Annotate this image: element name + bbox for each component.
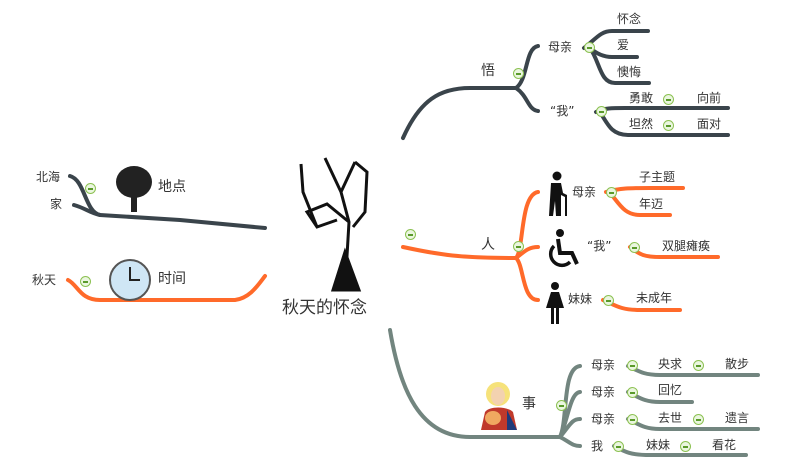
- topic[interactable]: 看花: [712, 438, 737, 452]
- collapse-button[interactable]: [80, 276, 91, 287]
- shi-branch: [388, 328, 760, 457]
- topic[interactable]: 我: [591, 439, 604, 453]
- topic[interactable]: 勇敢: [629, 91, 654, 105]
- topic[interactable]: 年迈: [639, 197, 664, 211]
- collapse-button[interactable]: [556, 400, 567, 411]
- topic-me[interactable]: “我”: [550, 104, 575, 118]
- topic[interactable]: 母亲: [591, 358, 616, 372]
- topic[interactable]: 遗言: [725, 411, 750, 425]
- topic[interactable]: 母亲: [591, 412, 616, 426]
- central-topic[interactable]: 秋天的怀念: [282, 298, 367, 318]
- topic[interactable]: 母亲: [591, 385, 616, 399]
- ren-branch: [401, 186, 720, 312]
- wheelchair-icon: [548, 229, 579, 268]
- collapse-button[interactable]: [693, 360, 704, 371]
- collapse-button[interactable]: [584, 42, 595, 53]
- topic[interactable]: 面对: [697, 117, 722, 131]
- topic[interactable]: 双腿瘫痪: [662, 239, 711, 253]
- topic[interactable]: 子主题: [639, 170, 676, 184]
- collapse-button[interactable]: [596, 106, 607, 117]
- collapse-button[interactable]: [85, 183, 96, 194]
- topic-home[interactable]: 家: [50, 197, 63, 211]
- topic[interactable]: 怀念: [617, 12, 642, 26]
- collapse-button[interactable]: [513, 68, 524, 79]
- topic[interactable]: 坦然: [629, 117, 654, 131]
- topic-mother[interactable]: 母亲: [548, 40, 573, 54]
- topic[interactable]: 去世: [658, 411, 683, 425]
- collapse-button[interactable]: [405, 229, 416, 240]
- collapse-button[interactable]: [613, 441, 624, 452]
- topic[interactable]: 央求: [658, 357, 683, 371]
- collapse-button[interactable]: [513, 241, 524, 252]
- topic[interactable]: 爱: [617, 38, 630, 52]
- topic-sister[interactable]: 妹妹: [568, 292, 593, 306]
- tree-icon: [116, 166, 152, 212]
- collapse-button[interactable]: [627, 360, 638, 371]
- topic-time[interactable]: 时间: [158, 271, 186, 287]
- collapse-button[interactable]: [627, 387, 638, 398]
- collapse-button[interactable]: [627, 414, 638, 425]
- topic[interactable]: 未成年: [636, 291, 673, 305]
- place-branch: [68, 174, 267, 230]
- topic[interactable]: 妹妹: [646, 438, 671, 452]
- woman-icon: [546, 282, 564, 324]
- collapse-button[interactable]: [663, 94, 674, 105]
- topic-beihai[interactable]: 北海: [36, 170, 61, 184]
- collapse-button[interactable]: [606, 187, 617, 198]
- topic-ren[interactable]: 人: [481, 237, 495, 253]
- topic[interactable]: 懊悔: [617, 65, 642, 79]
- collapse-button[interactable]: [663, 120, 674, 131]
- topic[interactable]: 散步: [725, 357, 750, 371]
- topic-wu[interactable]: 悟: [481, 63, 495, 79]
- collapse-button[interactable]: [629, 242, 640, 253]
- elderly-person-icon: [549, 171, 567, 216]
- collapse-button[interactable]: [693, 414, 704, 425]
- topic-autumn[interactable]: 秋天: [32, 273, 57, 287]
- topic-mother[interactable]: 母亲: [572, 185, 597, 199]
- madonna-child-image: [481, 382, 517, 430]
- topic[interactable]: 向前: [697, 91, 722, 105]
- clock-icon: [109, 259, 151, 301]
- topic-shi[interactable]: 事: [522, 396, 536, 412]
- topic[interactable]: 回忆: [658, 383, 683, 397]
- collapse-button[interactable]: [603, 295, 614, 306]
- time-branch: [66, 274, 267, 302]
- bare-tree-icon: [299, 157, 369, 292]
- topic-place[interactable]: 地点: [158, 179, 186, 195]
- collapse-button[interactable]: [680, 441, 691, 452]
- topic-me[interactable]: “我”: [587, 239, 612, 253]
